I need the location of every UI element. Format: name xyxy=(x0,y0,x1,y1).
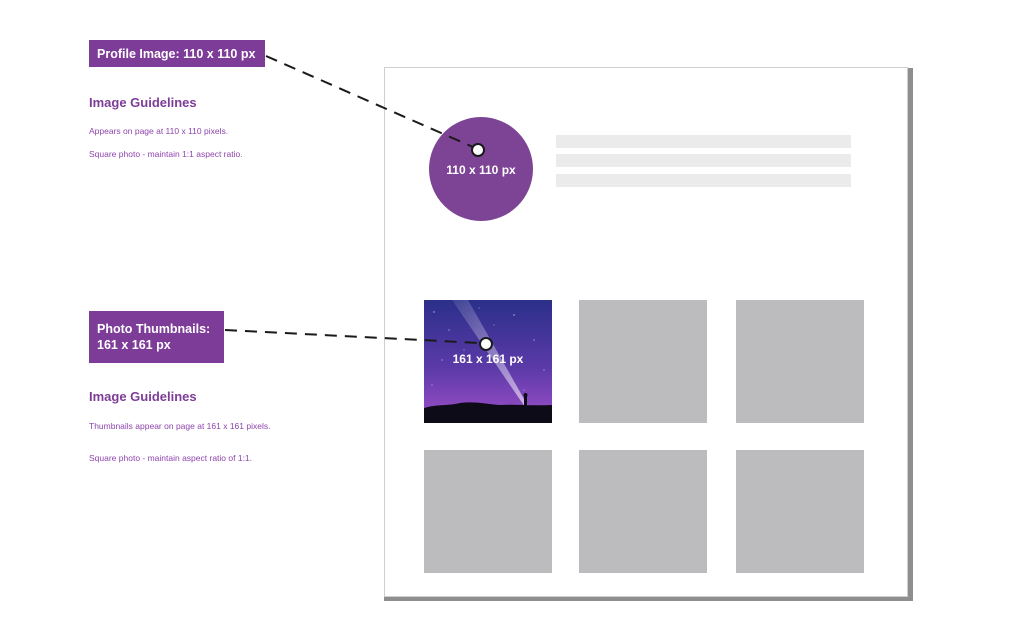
page-shadow xyxy=(907,68,913,601)
profile-guidelines-heading: Image Guidelines xyxy=(89,95,197,110)
profile-image-placeholder: 110 x 110 px xyxy=(429,117,533,221)
placeholder-text-line xyxy=(556,174,851,187)
profile-guideline-text: Appears on page at 110 x 110 pixels. xyxy=(89,126,229,136)
thumbnail-guidelines-heading: Image Guidelines xyxy=(89,389,197,404)
page-shadow xyxy=(384,595,913,601)
thumbnail-guideline-text: Thumbnails appear on page at 161 x 161 p… xyxy=(89,421,271,431)
thumbnail-size-label: 161 x 161 px xyxy=(452,352,524,366)
profile-image-callout: Profile Image: 110 x 110 px xyxy=(89,40,265,67)
night-sky-photo xyxy=(424,300,552,423)
thumbnail-placeholder xyxy=(579,450,707,573)
photo-thumbnail-example: 161 x 161 px xyxy=(424,300,552,423)
thumbnail-placeholder xyxy=(736,300,864,423)
thumbnail-guideline-text: Square photo - maintain aspect ratio of … xyxy=(89,453,253,463)
thumbnail-placeholder xyxy=(579,300,707,423)
profile-guideline-text: Square photo - maintain 1:1 aspect ratio… xyxy=(89,149,243,159)
profile-size-label: 110 x 110 px xyxy=(446,163,516,177)
photo-thumbnails-callout: Photo Thumbnails: 161 x 161 px xyxy=(89,311,224,363)
placeholder-text-line xyxy=(556,135,851,148)
thumbnail-placeholder xyxy=(736,450,864,573)
placeholder-text-line xyxy=(556,154,851,167)
thumbnail-placeholder xyxy=(424,450,552,573)
